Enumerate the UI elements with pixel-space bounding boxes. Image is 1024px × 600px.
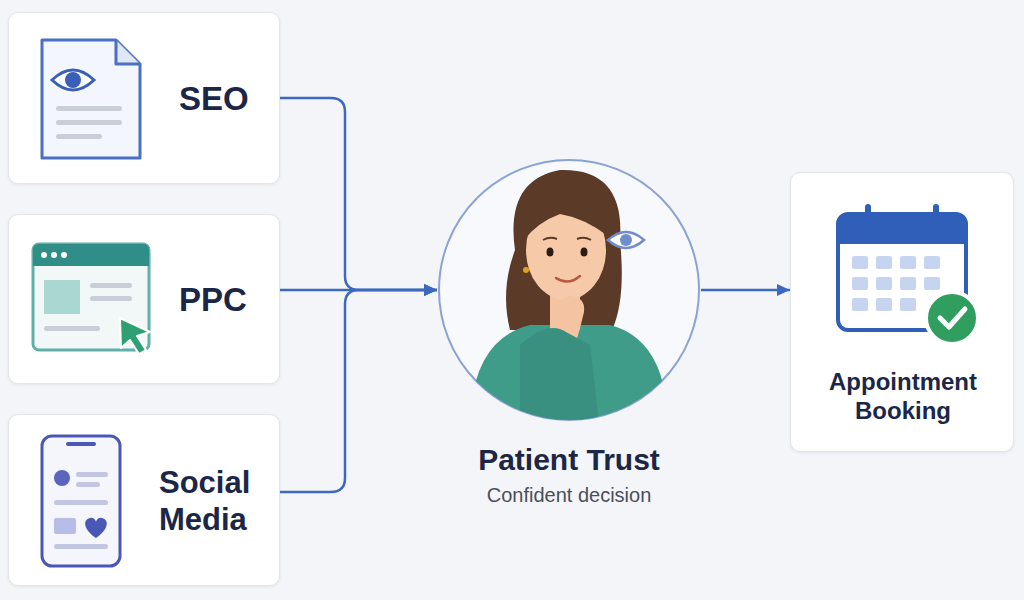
circle-outline bbox=[437, 158, 701, 422]
phone-icon bbox=[42, 436, 120, 566]
node-label: Patient Trust bbox=[478, 442, 660, 478]
node-label: Social Media bbox=[159, 464, 271, 538]
trust-circle: Patient TrustConfident decision bbox=[437, 158, 701, 518]
channel-box: SEO bbox=[8, 12, 280, 184]
node-label: PPC bbox=[179, 280, 247, 320]
flow-arrow bbox=[280, 290, 437, 492]
text-holder: Patient Trust bbox=[397, 440, 741, 480]
patient-illustration bbox=[470, 170, 668, 430]
node-label: SEO bbox=[179, 79, 249, 119]
text-holder: Social Media bbox=[159, 415, 271, 587]
text-holder: SEO bbox=[179, 13, 279, 185]
node-label: Appointment Booking bbox=[805, 368, 1001, 426]
flow-arrow bbox=[280, 289, 437, 292]
flow-arrow bbox=[280, 98, 437, 290]
channel-box: PPC bbox=[8, 214, 280, 384]
calendar-icon bbox=[838, 204, 978, 344]
outcome-box: Appointment Booking bbox=[790, 172, 1014, 452]
channel-box: Social Media bbox=[8, 414, 280, 586]
text-holder: Appointment Booking bbox=[805, 359, 1001, 435]
browser-ad-icon bbox=[33, 244, 150, 354]
flow-arrow bbox=[701, 289, 790, 292]
node-subtitle: Confident decision bbox=[487, 483, 652, 507]
text-holder: PPC bbox=[179, 215, 279, 385]
text-holder: Confident decision bbox=[397, 480, 741, 510]
document-icon bbox=[42, 40, 140, 158]
